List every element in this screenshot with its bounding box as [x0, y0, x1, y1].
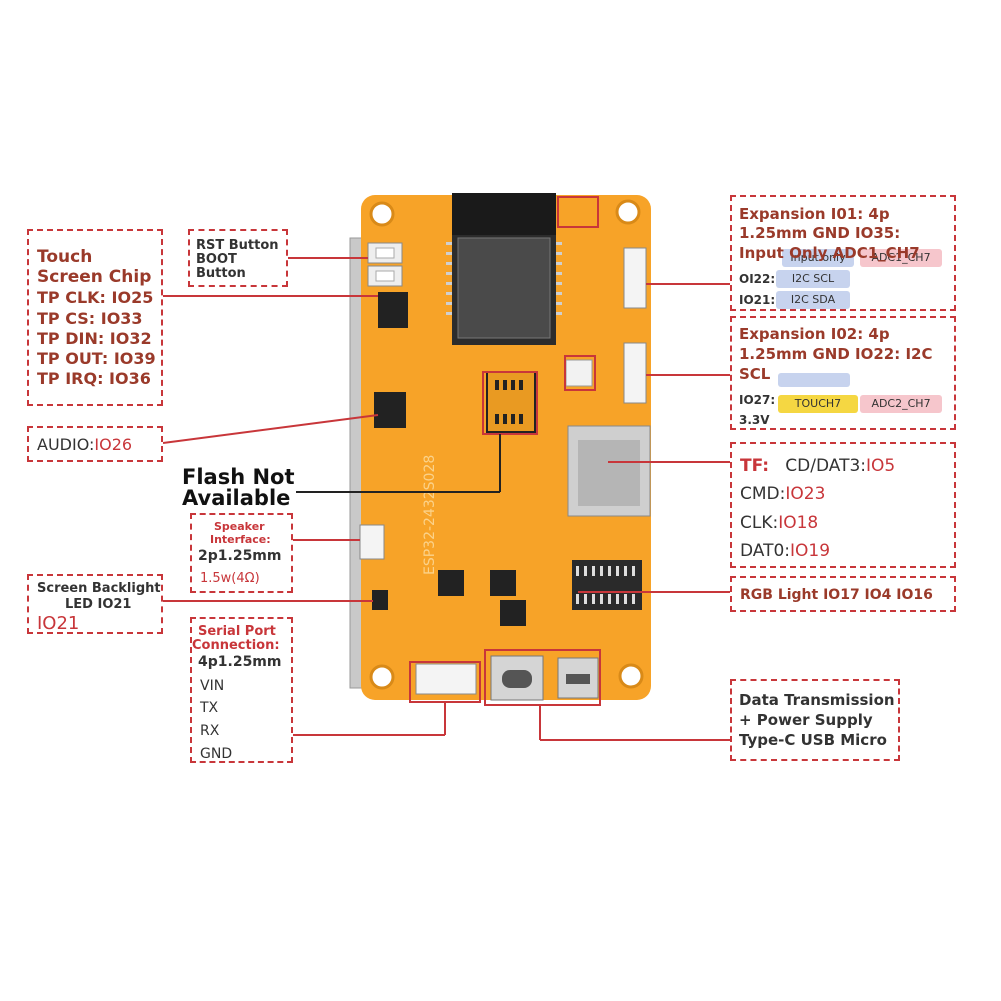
audio-label: AUDIO:IO26 — [37, 435, 133, 454]
exp1-line3: Input Only ADC1_CH7 — [739, 244, 920, 262]
rst-button-label: RST Button — [196, 238, 279, 253]
tf-row-4: DAT0:IO19 — [740, 541, 831, 561]
exp2-line2: 1.25mm GND IO22: I2C — [739, 345, 933, 363]
buttons-callout: RST Button BOOT Button — [188, 229, 288, 287]
serial-pin-gnd: GND — [200, 746, 233, 762]
touch-chip-part — [378, 292, 408, 328]
speaker-callout: Speaker Interface: 2p1.25mm 1.5w(4Ω) — [190, 513, 293, 593]
serial-pin-rx: RX — [200, 723, 220, 739]
usb-line1: Data Transmission — [739, 691, 895, 709]
backlight-led: LED IO21 — [65, 597, 132, 612]
tp-out: TP OUT: IO39 — [37, 349, 156, 368]
backlight-pin: IO21 — [37, 613, 80, 634]
expansion2-callout: Expansion I02: 4p 1.25mm GND IO22: I2C S… — [730, 316, 956, 430]
boot-button-label-2: Button — [196, 266, 246, 281]
exp2-touch-pill: TOUCH7 — [778, 395, 858, 413]
touch-chip-callout: Touch Screen Chip TP CLK: IO25 TP CS: IO… — [27, 229, 163, 406]
rgb-led-part — [565, 359, 593, 387]
exp1-line1: Expansion I01: 4p — [739, 205, 890, 223]
audio-amp-part — [374, 392, 406, 428]
backlight-callout: Screen Backlight LED IO21 IO21 — [27, 574, 163, 634]
speaker-title-1: Speaker — [214, 520, 265, 533]
usb-line2: + Power Supply — [739, 711, 873, 729]
tf-callout: TF: CD/DAT3:IO5 CMD:IO23 CLK:IO18 DAT0:I… — [730, 442, 956, 568]
rgb-driver-part — [572, 560, 642, 610]
serial-connector — [415, 663, 477, 695]
exp2-power: 3.3V — [739, 413, 770, 427]
exp1-pill-input: Input only — [782, 249, 854, 267]
serial-pin-vin: VIN — [200, 678, 225, 694]
rgb-callout: RGB Light IO17 IO4 IO16 — [730, 576, 956, 612]
flash-not-available-1: Flash Not — [182, 465, 295, 489]
speaker-power: 1.5w(4Ω) — [200, 571, 260, 586]
serial-pin-tx: TX — [200, 700, 219, 716]
exp1-row3-func: I2C SDA — [776, 291, 850, 309]
tp-cs: TP CS: IO33 — [37, 309, 143, 328]
tp-irq: TP IRQ: IO36 — [37, 369, 151, 388]
exp1-row3-pin: IO21: — [739, 293, 776, 307]
tf-row-3: CLK:IO18 — [740, 513, 819, 533]
board-silkscreen: ESP32-2432S028 — [422, 455, 438, 575]
flash-not-available-2: Available — [182, 486, 291, 510]
boot-button-label: BOOT — [196, 252, 237, 267]
usb-line3: Type-C USB Micro — [739, 731, 887, 749]
tp-din: TP DIN: IO32 — [37, 329, 152, 348]
audio-callout: AUDIO:IO26 — [27, 426, 163, 462]
mounting-holes — [369, 199, 644, 690]
exp2-line1: Expansion I02: 4p — [739, 325, 890, 343]
exp2-row-pin: IO27: — [739, 393, 776, 407]
exp2-line3: SCL — [739, 365, 771, 383]
exp2-adc-pill: ADC2_CH7 — [860, 395, 942, 413]
tp-clk: TP CLK: IO25 — [37, 288, 154, 307]
serial-spec: 4p1.25mm — [198, 654, 282, 670]
tf-row-1: TF: CD/DAT3:IO5 — [740, 456, 896, 476]
speaker-spec: 2p1.25mm — [198, 548, 282, 564]
touch-title-1: Touch — [37, 247, 93, 267]
exp1-line2: 1.25mm GND IO35: — [739, 224, 901, 242]
exp1-row2-pin: OI22: — [739, 272, 776, 286]
serial-title-1: Serial Port — [198, 624, 276, 639]
speaker-connector — [359, 524, 385, 560]
rgb-label: RGB Light IO17 IO4 IO16 — [740, 587, 933, 603]
expansion1-callout: Expansion I01: 4p 1.25mm GND IO35: Input… — [730, 195, 956, 311]
exp2-blank-pill — [778, 373, 850, 387]
touch-title-2: Screen Chip — [37, 267, 152, 287]
backlight-title: Screen Backlight — [37, 581, 161, 596]
serial-callout: Serial Port Connection: 4p1.25mm VIN TX … — [190, 617, 293, 763]
backlight-transistor — [372, 590, 388, 610]
speaker-title-2: Interface: — [210, 533, 271, 546]
tf-row-2: CMD:IO23 — [740, 484, 826, 504]
exp1-pill-adc: ADC1_CH7 — [860, 249, 942, 267]
expansion2-connector — [623, 342, 647, 404]
exp1-row2-func: I2C SCL — [776, 270, 850, 288]
usb-callout: Data Transmission + Power Supply Type-C … — [730, 679, 900, 761]
serial-title-2: Connection: — [192, 638, 280, 653]
expansion1-connector — [623, 247, 647, 309]
